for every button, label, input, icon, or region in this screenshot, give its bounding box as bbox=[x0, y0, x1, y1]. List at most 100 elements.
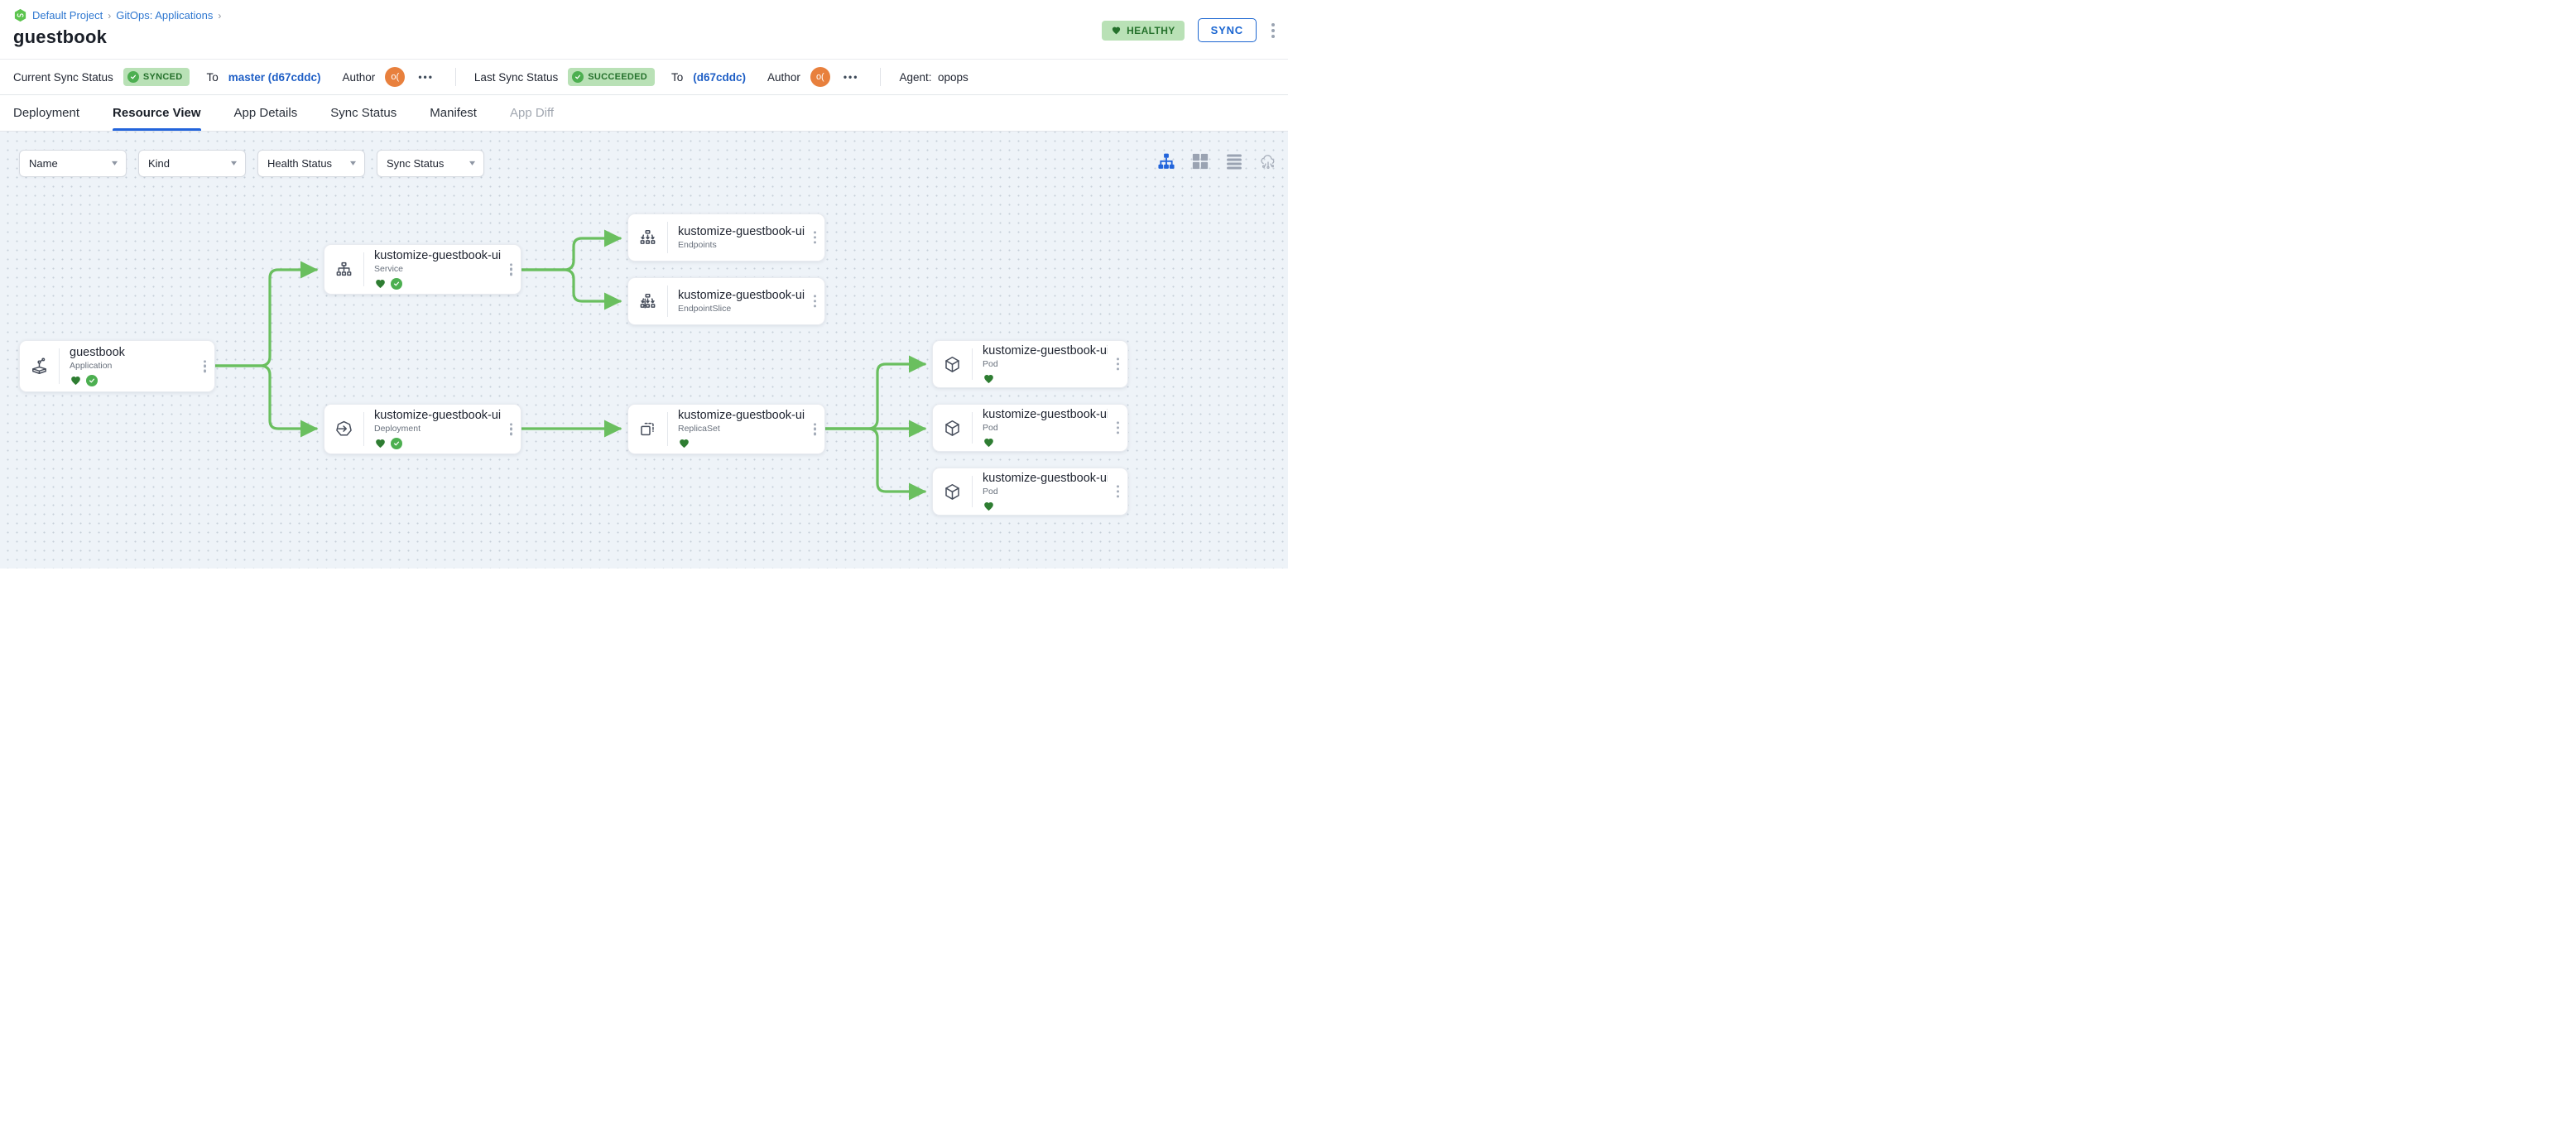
resource-name: guestbook bbox=[70, 346, 125, 359]
current-revision-link[interactable]: master (d67cddc) bbox=[228, 70, 321, 84]
resource-more-menu[interactable] bbox=[1114, 355, 1122, 372]
to-label: To bbox=[671, 70, 684, 84]
resource-more-menu[interactable] bbox=[811, 292, 819, 309]
resource-more-menu[interactable] bbox=[507, 261, 515, 278]
check-circle-icon bbox=[572, 71, 584, 83]
header-more-menu[interactable] bbox=[1270, 20, 1276, 41]
breadcrumb-project-link[interactable]: Default Project bbox=[32, 9, 103, 22]
filter-sync-status[interactable]: Sync Status▾ bbox=[377, 150, 484, 177]
chevron-down-icon: ▾ bbox=[230, 159, 238, 168]
chevron-down-icon: ▾ bbox=[469, 159, 476, 168]
edge bbox=[214, 364, 319, 438]
edge bbox=[520, 268, 622, 310]
last-sync-status-label: Last Sync Status bbox=[473, 70, 559, 84]
resource-more-menu[interactable] bbox=[811, 228, 819, 246]
divider bbox=[667, 412, 668, 446]
cloud-view-icon[interactable] bbox=[1260, 153, 1276, 170]
resource-more-menu[interactable] bbox=[811, 420, 819, 438]
last-revision-link[interactable]: (d67cddc) bbox=[693, 70, 747, 84]
resource-node-pod-7[interactable]: kustomize-guestbook-ui-... Pod bbox=[932, 404, 1128, 452]
resource-node-replicaset-5[interactable]: kustomize-guestbook-ui-... ReplicaSet bbox=[627, 404, 825, 454]
replicaset-icon bbox=[628, 419, 667, 439]
heart-icon bbox=[1111, 25, 1122, 36]
tab-deployment[interactable]: Deployment bbox=[13, 106, 80, 120]
resource-kind: Pod bbox=[983, 422, 998, 433]
divider bbox=[972, 476, 973, 507]
resource-more-menu[interactable] bbox=[201, 357, 209, 375]
endpointslice-icon bbox=[628, 291, 667, 312]
author-avatar[interactable]: o( bbox=[810, 67, 830, 87]
application-icon bbox=[20, 356, 59, 377]
author-label: Author bbox=[342, 70, 376, 84]
edge bbox=[214, 261, 319, 367]
filter-health-status[interactable]: Health Status▾ bbox=[257, 150, 365, 177]
succeeded-badge: SUCCEEDED bbox=[568, 68, 656, 86]
resource-node-pod-8[interactable]: kustomize-guestbook-ui-... Pod bbox=[932, 468, 1128, 516]
resource-more-menu[interactable] bbox=[1114, 482, 1122, 500]
deployment-icon bbox=[324, 419, 363, 439]
healthy-heart-icon bbox=[374, 277, 387, 290]
health-status-badge: HEALTHY bbox=[1102, 20, 1185, 41]
pod-icon bbox=[933, 482, 972, 502]
resource-node-deployment-4[interactable]: kustomize-guestbook-ui Deployment bbox=[324, 404, 521, 454]
resource-kind: Pod bbox=[983, 358, 998, 369]
tab-resource-view[interactable]: Resource View bbox=[113, 95, 201, 131]
resource-name: kustomize-guestbook-ui bbox=[678, 225, 805, 238]
divider bbox=[363, 412, 364, 446]
divider bbox=[59, 348, 60, 384]
resource-name: kustomize-guestbook-ui bbox=[374, 409, 501, 422]
tree-view-icon[interactable] bbox=[1158, 153, 1175, 170]
resource-node-endpointslice-3[interactable]: kustomize-guestbook-ui-... EndpointSlice bbox=[627, 277, 825, 325]
resource-kind: Pod bbox=[983, 486, 998, 497]
resource-more-menu[interactable] bbox=[1114, 419, 1122, 436]
tab-app-details[interactable]: App Details bbox=[233, 106, 298, 120]
synced-badge: SYNCED bbox=[123, 68, 190, 86]
agent-value: opops bbox=[937, 70, 968, 84]
tab-sync-status[interactable]: Sync Status bbox=[330, 106, 397, 120]
author-avatar[interactable]: o( bbox=[385, 67, 406, 87]
resource-name: kustomize-guestbook-ui-... bbox=[983, 471, 1108, 485]
resource-kind: ReplicaSet bbox=[678, 424, 720, 434]
health-badge-label: HEALTHY bbox=[1127, 24, 1175, 36]
resource-node-pod-6[interactable]: kustomize-guestbook-ui-... Pod bbox=[932, 340, 1128, 388]
list-view-icon[interactable] bbox=[1226, 153, 1242, 170]
commit-message-expand[interactable]: ••• bbox=[418, 71, 434, 83]
breadcrumb-section-link[interactable]: GitOps: Applications bbox=[116, 9, 214, 22]
gitops-logo-icon bbox=[13, 8, 27, 22]
synced-check-icon bbox=[86, 374, 98, 386]
divider bbox=[454, 68, 456, 86]
sync-button[interactable]: SYNC bbox=[1197, 18, 1257, 42]
current-sync-status-label: Current Sync Status bbox=[13, 70, 113, 84]
check-circle-icon bbox=[127, 71, 139, 83]
filter-kind[interactable]: Kind▾ bbox=[138, 150, 246, 177]
breadcrumb-separator: › bbox=[108, 9, 112, 22]
resource-more-menu[interactable] bbox=[507, 420, 515, 438]
healthy-heart-icon bbox=[678, 437, 690, 449]
healthy-heart-icon bbox=[983, 500, 995, 512]
chevron-down-icon: ▾ bbox=[111, 159, 118, 168]
healthy-heart-icon bbox=[70, 374, 82, 386]
tab-app-diff: App Diff bbox=[509, 106, 555, 120]
resource-tree-canvas[interactable]: Name▾ Kind▾ Health Status▾ Sync Status▾ gue… bbox=[0, 132, 1288, 568]
healthy-heart-icon bbox=[983, 372, 995, 385]
resource-name: kustomize-guestbook-ui-... bbox=[678, 289, 805, 302]
chevron-down-icon: ▾ bbox=[349, 159, 357, 168]
edge bbox=[824, 427, 927, 501]
resource-status-icons bbox=[983, 436, 1108, 449]
edge bbox=[520, 229, 622, 271]
tab-manifest[interactable]: Manifest bbox=[430, 106, 477, 120]
commit-message-expand[interactable]: ••• bbox=[843, 71, 859, 83]
synced-check-icon bbox=[391, 437, 402, 449]
resource-node-endpoints-2[interactable]: kustomize-guestbook-ui Endpoints bbox=[627, 213, 825, 261]
resource-status-icons bbox=[374, 277, 501, 290]
resource-node-service-1[interactable]: kustomize-guestbook-ui Service bbox=[324, 244, 521, 295]
divider bbox=[667, 285, 668, 317]
filter-name[interactable]: Name▾ bbox=[19, 150, 127, 177]
synced-check-icon bbox=[391, 277, 402, 290]
resource-node-application-0[interactable]: guestbook Application bbox=[19, 340, 215, 392]
resource-kind: Application bbox=[70, 361, 113, 371]
pod-icon bbox=[933, 354, 972, 375]
grid-view-icon[interactable] bbox=[1192, 153, 1209, 170]
view-toggles bbox=[1158, 153, 1276, 170]
resource-name: kustomize-guestbook-ui-... bbox=[678, 409, 805, 422]
